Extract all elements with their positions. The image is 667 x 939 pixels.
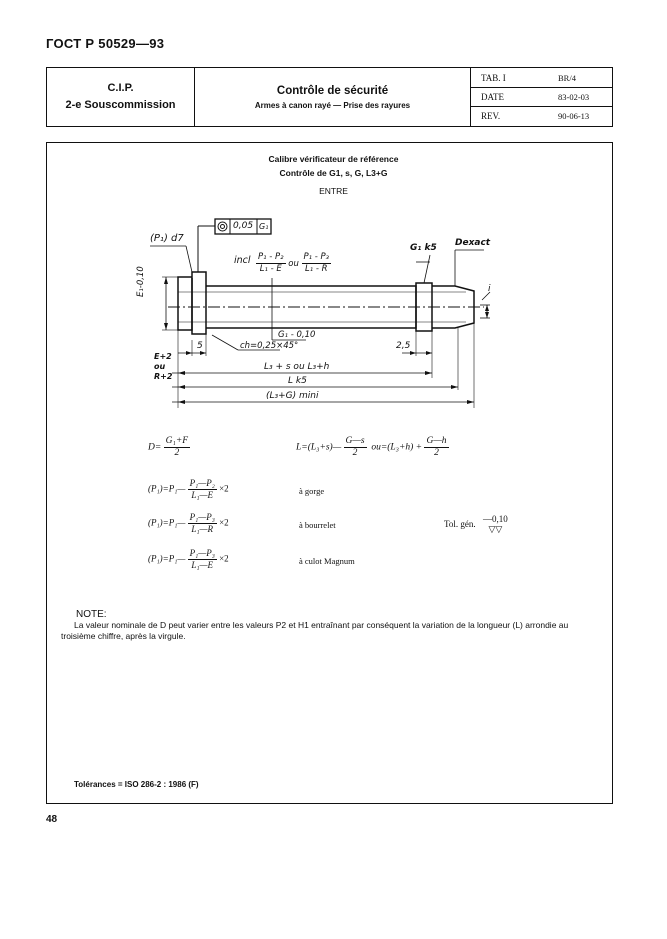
incl-frac1-num: P₁ - P₂ <box>256 252 286 264</box>
l3g-dimension: (L₃+G) mini <box>266 391 319 401</box>
incl-frac2-num: P₁ - P₃ <box>301 252 332 264</box>
header-meta: TAB. I BR/4 DATE 83-02-03 REV. 90-06-13 <box>471 68 612 126</box>
g1-minus-label: G₁ - 0,10 <box>278 330 316 340</box>
incl-frac1-den: L₁ - E <box>259 264 282 274</box>
caption-line-3: ENTRE <box>319 186 348 196</box>
g1k5-label: G₁ k5 <box>410 243 437 253</box>
note-text: La valeur nominale de D peut varier entr… <box>61 620 569 641</box>
dim-2-5: 2,5 <box>396 341 411 351</box>
content-frame <box>46 142 613 804</box>
standard-title: ГОСТ Р 50529—93 <box>46 36 165 51</box>
gauge-outline <box>177 271 475 335</box>
header-table: C.I.P. 2-e Souscommission Contrôle de sé… <box>46 67 613 127</box>
meta-row-tab: TAB. I BR/4 <box>471 68 612 88</box>
formula-label-bourrelet: à bourrelet <box>299 520 336 530</box>
meta-key: TAB. I <box>481 73 506 83</box>
l3-dimension: L₃ + s ou L₃+h <box>264 362 330 372</box>
meta-row-rev: REV. 90-06-13 <box>471 106 612 125</box>
meta-row-date: DATE 83-02-03 <box>471 87 612 107</box>
meta-key: REV. <box>481 111 501 121</box>
formula-label-magnum: à culot Magnum <box>299 556 355 566</box>
org-line-1: C.I.P. <box>107 82 134 94</box>
e1-dimension: E₁-0,10 <box>136 266 146 297</box>
e2-label: E+2 <box>154 352 172 361</box>
header-title-cell: Contrôle de sécurité Armes à canon rayé … <box>195 68 471 126</box>
chamfer-label: ch=0,25×45° <box>240 341 299 351</box>
tolerance-frame <box>197 218 272 272</box>
ou-label: ou <box>154 362 166 371</box>
tolerances-reference: Tolérances = ISO 286-2 : 1986 (F) <box>74 780 199 789</box>
tolerance-value: 0,05 <box>233 221 254 231</box>
formula-label-gorge: à gorge <box>299 486 325 496</box>
caption-line-1: Calibre vérificateur de référence <box>268 154 399 164</box>
tol-gen-label: Tol. gén. <box>444 519 476 529</box>
dexact-label: Dexact <box>455 238 491 248</box>
tolerance-datum: G₁ <box>259 222 269 231</box>
header-title: Contrôle de sécurité <box>276 84 389 97</box>
incl-frac2-den: L₁ - R <box>305 264 328 274</box>
incl-label: incl <box>234 255 251 266</box>
meta-value: 90-06-13 <box>558 111 590 121</box>
note-label: NOTE: <box>76 609 107 620</box>
incl-ou: ou <box>288 259 299 269</box>
p1-d7-label: (P₁) d7 <box>150 233 184 244</box>
r2-label: R+2 <box>154 372 173 381</box>
header-organization: C.I.P. 2-e Souscommission <box>47 68 195 126</box>
org-line-2: 2-e Souscommission <box>65 99 176 111</box>
caption-line-2: Contrôle de G1, s, G, L3+G <box>279 168 388 178</box>
lk5-dimension: L k5 <box>288 376 307 386</box>
tol-gen-value: —0,10 ▽▽ <box>483 514 508 534</box>
i-label: i <box>488 284 491 294</box>
header-subtitle: Armes à canon rayé — Prise des rayures <box>254 100 411 110</box>
page-number: 48 <box>46 814 58 825</box>
meta-value: BR/4 <box>558 73 576 83</box>
meta-value: 83-02-03 <box>558 92 590 102</box>
dim-5: 5 <box>197 341 203 351</box>
meta-key: DATE <box>481 92 504 102</box>
